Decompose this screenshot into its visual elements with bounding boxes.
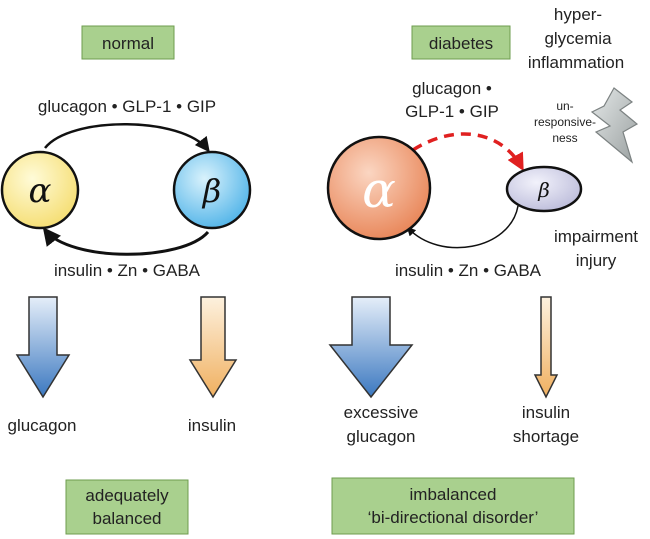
diabetes-beta-to-alpha-arrow — [406, 205, 519, 249]
diabetes-bottom-signal-label: insulin • Zn • GABA — [395, 261, 542, 280]
diabetes-top-signal-line1: glucagon • — [412, 79, 492, 98]
normal-alpha-to-beta-arrow — [44, 123, 210, 153]
normal-insulin-label: insulin — [188, 416, 236, 435]
normal-result-box: adequately balanced — [65, 479, 189, 535]
normal-title-box: normal — [81, 25, 175, 60]
normal-panel: normal glucagon • GLP-1 • GIP α β insuli… — [0, 25, 252, 535]
excessive-glucagon-line2: glucagon — [346, 427, 415, 446]
normal-alpha-symbol: α — [29, 171, 52, 211]
unresponsive-line2: responsive- — [534, 115, 596, 129]
normal-glucagon-down-arrow — [15, 296, 71, 399]
diabetes-alpha-symbol: α — [362, 161, 396, 219]
normal-title: normal — [102, 34, 154, 53]
stress-line3: inflammation — [528, 53, 624, 72]
lightning-bolt-icon — [590, 87, 639, 164]
stress-line1: hyper- — [554, 5, 602, 24]
diabetes-title: diabetes — [429, 34, 493, 53]
normal-beta-to-alpha-arrow — [42, 227, 210, 256]
unresponsive-line3: ness — [552, 131, 577, 145]
diabetes-title-box: diabetes — [411, 25, 511, 60]
diabetes-panel: diabetes hyper- glycemia inflammation gl… — [326, 5, 639, 535]
diabetes-beta-symbol: β — [537, 178, 550, 202]
stress-line2: glycemia — [544, 29, 612, 48]
insulin-shortage-line1: insulin — [522, 403, 570, 422]
normal-alpha-cell: α — [0, 150, 80, 230]
diabetes-top-signal-line2: GLP-1 • GIP — [405, 102, 499, 121]
diabetes-beta-cell: β — [505, 165, 583, 213]
insulin-shortage-line2: shortage — [513, 427, 579, 446]
normal-result-line1: adequately — [85, 486, 169, 505]
excessive-glucagon-line1: excessive — [344, 403, 419, 422]
diabetes-result-line2: ‘bi-directional disorder’ — [368, 508, 539, 527]
normal-glucagon-label: glucagon — [7, 416, 76, 435]
diabetes-alpha-to-beta-dashed-arrow — [412, 132, 524, 172]
normal-top-signal-label: glucagon • GLP-1 • GIP — [38, 97, 216, 116]
normal-beta-symbol: β — [202, 172, 222, 210]
diabetes-alpha-cell: α — [326, 135, 432, 241]
unresponsive-line1: un- — [556, 99, 573, 113]
diabetes-excessive-glucagon-down-arrow — [328, 296, 414, 399]
diabetes-result-line1: imbalanced — [410, 485, 497, 504]
damage-line2: injury — [576, 251, 617, 270]
normal-insulin-down-arrow — [188, 296, 238, 399]
normal-beta-cell: β — [172, 150, 252, 230]
diabetes-result-box: imbalanced ‘bi-directional disorder’ — [331, 477, 575, 535]
normal-result-line2: balanced — [92, 509, 161, 528]
damage-line1: impairment — [554, 227, 638, 246]
normal-bottom-signal-label: insulin • Zn • GABA — [54, 261, 201, 280]
diabetes-insulin-shortage-down-arrow — [533, 296, 559, 399]
